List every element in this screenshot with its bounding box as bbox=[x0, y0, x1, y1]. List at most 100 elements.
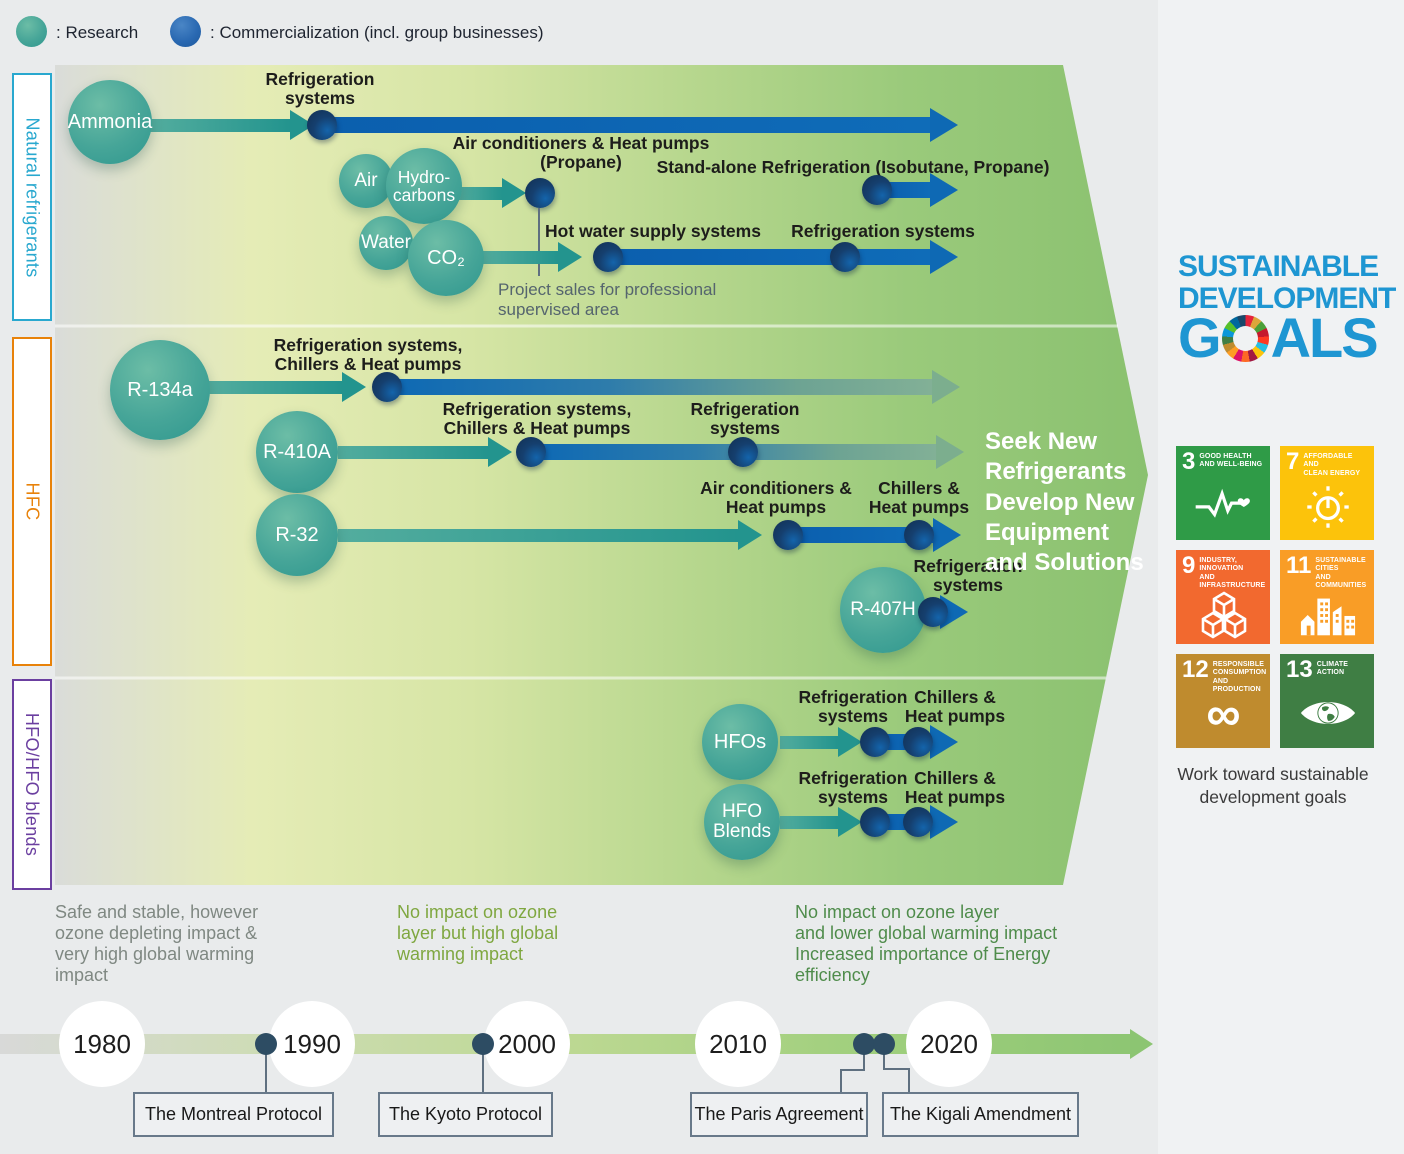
label-hot-water-supply: Hot water supply systems bbox=[545, 221, 761, 241]
commercialization-dot bbox=[516, 437, 546, 467]
commercialization-dot bbox=[307, 110, 337, 140]
sdg-wheel-icon bbox=[1221, 314, 1269, 362]
commercialization-dot bbox=[904, 520, 934, 550]
commercialization-dot bbox=[773, 520, 803, 550]
commercialization-arrow bbox=[882, 173, 958, 207]
sdg-tile-7: 7 AFFORDABLE AND CLEAN ENERGY bbox=[1280, 446, 1374, 540]
timeline-event-dot-kyoto bbox=[472, 1033, 494, 1055]
research-arrow bbox=[780, 727, 862, 757]
timeline-year-1990: 1990 bbox=[269, 1001, 355, 1087]
timeline-year-2020: 2020 bbox=[906, 1001, 992, 1087]
label-refrigeration-chillers: Refrigeration systems, Chillers & Heat p… bbox=[273, 335, 463, 375]
sdg-logo-line1: SUSTAINABLE bbox=[1178, 250, 1379, 283]
commercialization-arrow bbox=[793, 518, 961, 552]
section-label-natural-refrigerants: Natural refrigerants bbox=[12, 73, 52, 321]
annotation-hfo-impact: No impact on ozone layer and lower globa… bbox=[795, 902, 1058, 986]
infinity-icon: ∞ bbox=[1206, 688, 1241, 742]
label-refrigeration-systems: Refrigeration systems bbox=[690, 399, 800, 439]
sdg-tile-11: 11 SUSTAINABLE CITIES AND COMMUNITIES bbox=[1280, 550, 1374, 644]
commercialization-arrow bbox=[612, 240, 958, 274]
annotation-hfc-impact: No impact on ozone layer but high global… bbox=[397, 902, 559, 965]
bubble-water: Water bbox=[359, 216, 413, 270]
bubble-air: Air bbox=[339, 154, 393, 208]
research-arrow bbox=[338, 437, 512, 467]
sun-energy-icon bbox=[1286, 478, 1369, 536]
label-air-conditioners-propane: Air conditioners & Heat pumps (Propane) bbox=[452, 133, 710, 173]
commercialization-arrow bbox=[325, 108, 958, 142]
timeline-event-kigali-amendment: The Kigali Amendment bbox=[882, 1092, 1079, 1137]
bubble-co2: CO₂ bbox=[408, 220, 484, 296]
sdg-tiles: 3 GOOD HEALTH AND WELL-BEING 7 AFFORDABL… bbox=[1176, 446, 1374, 748]
research-arrow bbox=[780, 807, 862, 837]
commercialization-legend-label: : Commercialization (incl. group busines… bbox=[210, 23, 544, 42]
research-legend-label: : Research bbox=[56, 23, 139, 42]
bubble-ammonia: Ammonia bbox=[68, 80, 152, 164]
label-refrigeration-systems: Refrigeration systems bbox=[798, 768, 908, 808]
sdg-tile-3: 3 GOOD HEALTH AND WELL-BEING bbox=[1176, 446, 1270, 540]
sdg-caption: Work toward sustainable development goal… bbox=[1177, 764, 1369, 807]
commercialization-legend-dot-icon bbox=[170, 16, 201, 47]
commercialization-dot bbox=[860, 727, 890, 757]
bubble-hydrocarbons: Hydro- carbons bbox=[386, 148, 462, 224]
sdg-logo-goals: G ALS bbox=[1178, 306, 1379, 369]
label-refrigeration-systems: Refrigeration systems bbox=[791, 221, 975, 241]
timeline-event-dot-paris bbox=[853, 1033, 875, 1055]
label-refrigeration-systems: Refrigeration systems bbox=[798, 687, 908, 727]
section-label-hfo-blends: HFO/HFO blends bbox=[12, 679, 52, 890]
research-arrow bbox=[150, 110, 314, 140]
commercialization-dot bbox=[593, 242, 623, 272]
commercialization-dot bbox=[862, 175, 892, 205]
label-refrigeration-systems: Refrigeration systems bbox=[913, 556, 1023, 596]
growth-arrow-shape bbox=[55, 65, 1148, 885]
label-refrigeration-chillers: Refrigeration systems, Chillers & Heat p… bbox=[442, 399, 632, 439]
timeline-event-kyoto-protocol: The Kyoto Protocol bbox=[378, 1092, 553, 1137]
research-arrow bbox=[482, 242, 582, 272]
sdg-tile-12: 12 RESPONSIBLE CONSUMPTION AND PRODUCTIO… bbox=[1176, 654, 1270, 748]
label-chillers-heat-pumps: Chillers & Heat pumps bbox=[904, 768, 1006, 808]
label-standalone-refrigeration: Stand-alone Refrigeration (Isobutane, Pr… bbox=[656, 157, 1050, 177]
commercialization-arrow-fading bbox=[392, 370, 960, 404]
section-label-hfc: HFC bbox=[12, 337, 52, 666]
bubble-r134a: R-134a bbox=[110, 340, 210, 440]
timeline-year-2000: 2000 bbox=[484, 1001, 570, 1087]
seek-new-refrigerants-text: Seek New Refrigerants bbox=[985, 428, 1127, 485]
commercialization-dot bbox=[372, 372, 402, 402]
note-connector-line bbox=[538, 208, 540, 276]
annotation-cfc-impact: Safe and stable, however ozone depleting… bbox=[55, 902, 259, 986]
label-refrigeration-systems: Refrigeration systems bbox=[265, 69, 375, 109]
commercialization-dot bbox=[728, 437, 758, 467]
sdg-logo-line2: DEVELOPMENT bbox=[1178, 282, 1396, 315]
timeline-arrowhead-icon bbox=[1130, 1029, 1153, 1059]
sdg-tile-9: 9 INDUSTRY, INNOVATION AND INFRASTRUCTUR… bbox=[1176, 550, 1270, 644]
bubble-hfo-blends: HFO Blends bbox=[704, 784, 780, 860]
project-sales-note: Project sales for professional supervise… bbox=[498, 280, 717, 320]
cubes-icon bbox=[1182, 591, 1265, 640]
bubble-hfos: HFOs bbox=[702, 704, 778, 780]
research-arrow bbox=[338, 520, 762, 550]
eye-globe-icon bbox=[1286, 682, 1369, 744]
timeline-event-montreal-protocol: The Montreal Protocol bbox=[133, 1092, 334, 1137]
research-arrow bbox=[458, 178, 526, 208]
timeline-event-paris-agreement: The Paris Agreement bbox=[690, 1092, 868, 1137]
sdg-tile-13: 13 CLIMATE ACTION bbox=[1280, 654, 1374, 748]
timeline-event-dot-kigali bbox=[873, 1033, 895, 1055]
timeline-year-2010: 2010 bbox=[695, 1001, 781, 1087]
timeline-connectors bbox=[265, 1050, 910, 1092]
commercialization-dot bbox=[903, 807, 933, 837]
commercialization-dot bbox=[918, 597, 948, 627]
city-buildings-icon bbox=[1286, 591, 1369, 640]
timeline-year-1980: 1980 bbox=[59, 1001, 145, 1087]
commercialization-dot bbox=[830, 242, 860, 272]
develop-new-equipment-text: Develop New Equipment and Solutions bbox=[985, 489, 1144, 576]
timeline-event-dot-montreal bbox=[255, 1033, 277, 1055]
label-chillers-heat-pumps: Chillers & Heat pumps bbox=[868, 478, 970, 518]
commercialization-dot bbox=[525, 178, 555, 208]
commercialization-dot bbox=[860, 807, 890, 837]
commercialization-dot bbox=[903, 727, 933, 757]
research-legend-dot-icon bbox=[16, 16, 47, 47]
label-air-conditioners-heat-pumps: Air conditioners & Heat pumps bbox=[700, 478, 852, 518]
bubble-r32: R-32 bbox=[256, 494, 338, 576]
bubble-r407h: R-407H bbox=[840, 567, 926, 653]
research-arrow bbox=[208, 372, 366, 402]
